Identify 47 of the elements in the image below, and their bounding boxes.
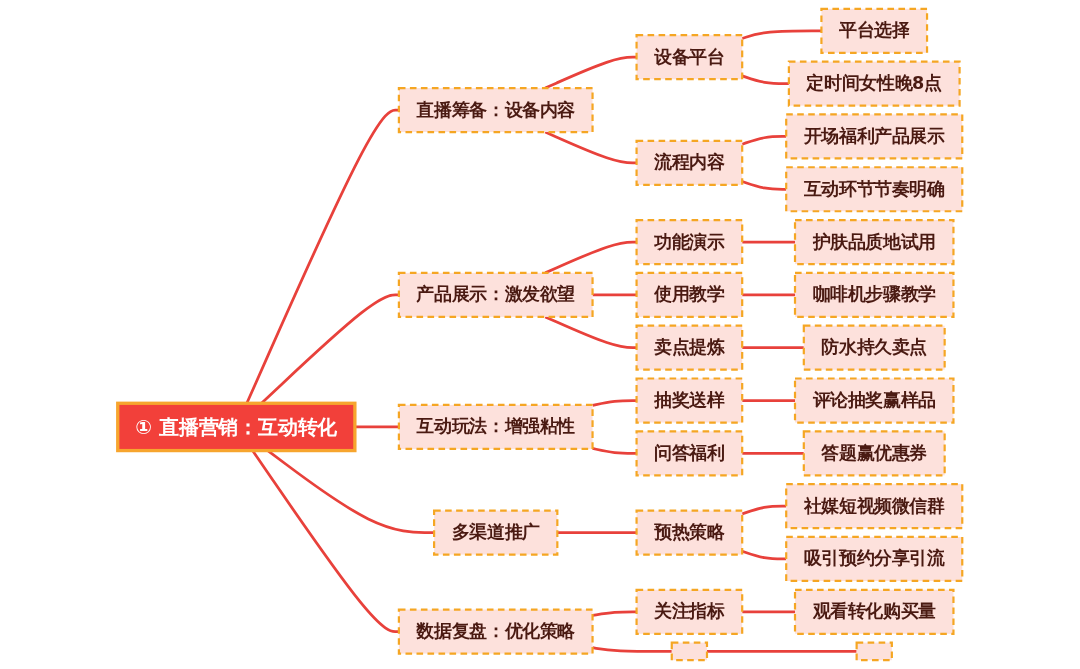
connector (557, 531, 637, 534)
node-box: 咖啡机步骤教学 (793, 271, 955, 318)
connector (707, 650, 857, 653)
node-box: 产品展示：激发欲望 (397, 271, 594, 318)
connector (592, 293, 637, 297)
node-box: 定时间女性晚8点 (787, 60, 961, 107)
connector (742, 346, 804, 350)
node-box: 社媒短视频微信群 (785, 483, 964, 530)
connector (592, 447, 637, 455)
node-box: 评论抽奖赢样品 (793, 377, 955, 424)
node-box: 互动环节节奏明确 (785, 166, 964, 213)
connector (742, 610, 795, 614)
connector (742, 451, 804, 455)
node-box: 平台选择 (820, 7, 929, 54)
node-box: 关注指标 (635, 588, 744, 635)
node-box: 防水持久卖点 (802, 324, 946, 371)
node-box: 卖点提炼 (635, 324, 744, 371)
node-box: 互动玩法：增强粘性 (397, 403, 594, 451)
connector (592, 610, 637, 617)
node-box: 问答福利 (635, 430, 744, 477)
connector (742, 399, 795, 402)
connector (592, 646, 672, 653)
node-box: 开场福利产品展示 (785, 113, 964, 160)
node-box: 流程内容 (635, 139, 744, 186)
node-box: 观看转化购买量 (793, 588, 955, 635)
connector (741, 74, 789, 85)
node-box: 数据复盘：优化策略 (397, 608, 594, 655)
connector (592, 399, 637, 407)
node-box: 设备平台 (635, 34, 744, 81)
node-box: ① 直播营销：互动转化 (116, 401, 357, 453)
connector (741, 504, 787, 516)
connector (742, 293, 795, 297)
node-box: 吸引预约分享引流 (785, 535, 964, 583)
node-box (855, 641, 893, 662)
node-box: 答题赢优惠券 (802, 430, 946, 477)
node-box: 多渠道推广 (433, 509, 559, 556)
node-box: 功能演示 (635, 218, 744, 266)
node-box: 使用教学 (635, 271, 744, 318)
connector (741, 135, 787, 146)
connector (742, 240, 795, 244)
connector (741, 549, 787, 561)
node-box: 护肤品质地试用 (793, 218, 955, 266)
node-box: 预热策略 (635, 509, 744, 556)
node-box: 直播筹备：设备内容 (397, 86, 594, 134)
node-box: 抽奖送样 (635, 377, 744, 424)
connector (245, 108, 399, 404)
node-box (670, 641, 709, 662)
